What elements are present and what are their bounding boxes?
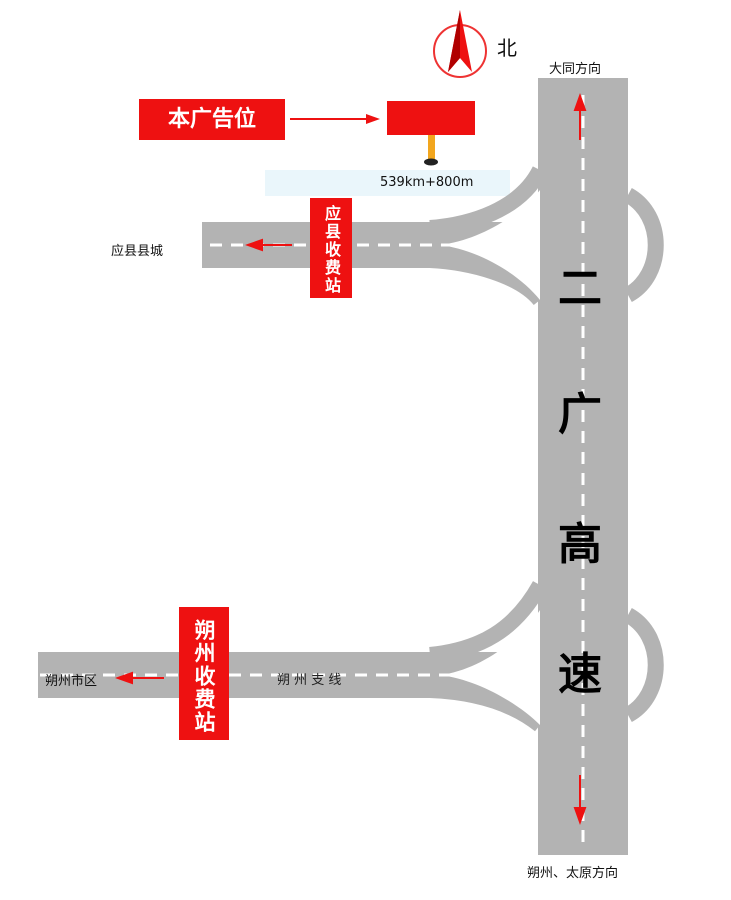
billboard-post [428,135,435,161]
highway-name-char-1: 二 [558,263,602,314]
kilometer-marker: 539km+800m [380,175,474,190]
south-gore [440,610,540,725]
spur-name-label: 朔 州 支 线 [277,673,342,688]
shuozhou-city-label: 朔州市区 [45,674,98,689]
yingxian-west-arrow [245,238,263,252]
yingxian-town-label: 应县县城 [111,244,164,259]
north-loop-ramp [623,187,664,303]
highway-name-char-2: 广 [558,389,602,440]
billboard-panel [387,101,475,135]
south-direction-label: 朔州、太原方向 [527,866,619,881]
direction-arrows [115,93,587,825]
highway-name-char-4: 速 [558,649,602,700]
south-loop-ramp [623,607,664,723]
ad-position-label: 本广告位 [139,99,285,140]
south-arrow [573,807,587,825]
shuozhou-west-arrow [115,671,133,685]
highlight-band [265,170,510,196]
compass-icon [433,10,487,78]
north-direction-label: 大同方向 [549,62,602,77]
north-label: 北 [497,36,517,60]
shuozhou-toll-station: 朔州收费站 [179,607,229,740]
billboard-base [424,158,438,166]
ad-callout-arrowhead [366,114,380,124]
north-arrow [573,93,587,111]
highway-name-char-3: 高 [558,519,602,570]
main-highway [538,78,628,855]
yingxian-toll-station: 应县收费站 [310,198,352,298]
